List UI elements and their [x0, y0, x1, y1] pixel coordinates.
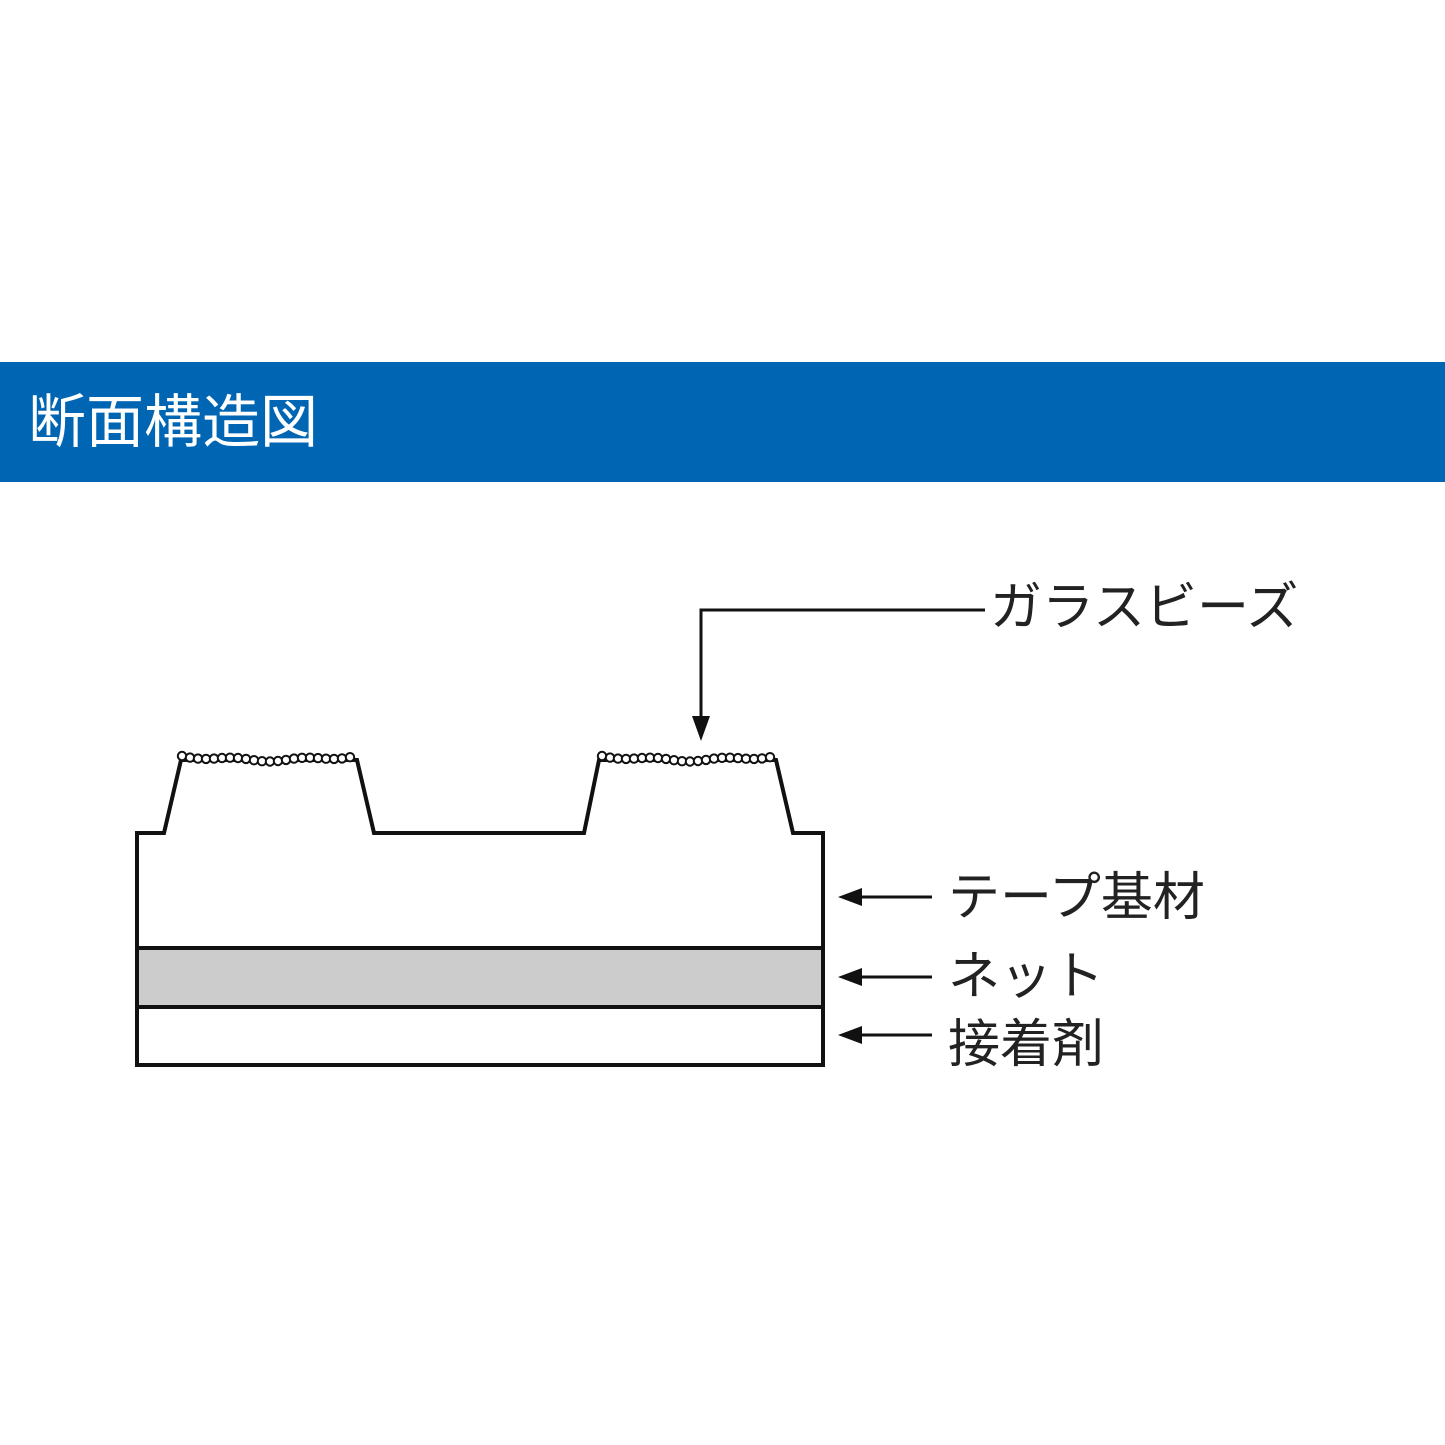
- adhesive-arrowhead: [838, 1026, 862, 1044]
- tape-base-arrowhead: [838, 888, 862, 906]
- glass-beads-arrowhead: [692, 716, 710, 741]
- tape-base-layer: [135, 758, 825, 950]
- glass-bead: [240, 753, 252, 765]
- glass-bead: [596, 750, 608, 762]
- adhesive-label: 接着剤: [948, 1015, 1104, 1075]
- glass-bead: [176, 750, 188, 762]
- glass-bead: [764, 752, 776, 763]
- glass-bead: [700, 754, 712, 766]
- glass-bead: [344, 752, 356, 763]
- section-header-bar: 断面構造図: [0, 362, 1445, 482]
- glass-beads-right-ridge: [596, 750, 776, 767]
- net-arrowhead: [838, 968, 862, 986]
- glass-bead: [756, 753, 768, 764]
- glass-bead: [336, 753, 348, 764]
- section-title: 断面構造図: [28, 388, 319, 456]
- glass-beads-leader-line: [699, 608, 985, 718]
- net-layer: [135, 946, 825, 1009]
- tape-base-label: テープ基材: [948, 868, 1205, 928]
- glass-bead: [280, 754, 292, 766]
- glass-beads-label: ガラスビーズ: [990, 578, 1298, 638]
- net-label: ネット: [948, 947, 1104, 1007]
- glass-bead: [660, 753, 672, 765]
- adhesive-layer: [135, 1005, 825, 1067]
- glass-beads-left-ridge: [176, 750, 356, 767]
